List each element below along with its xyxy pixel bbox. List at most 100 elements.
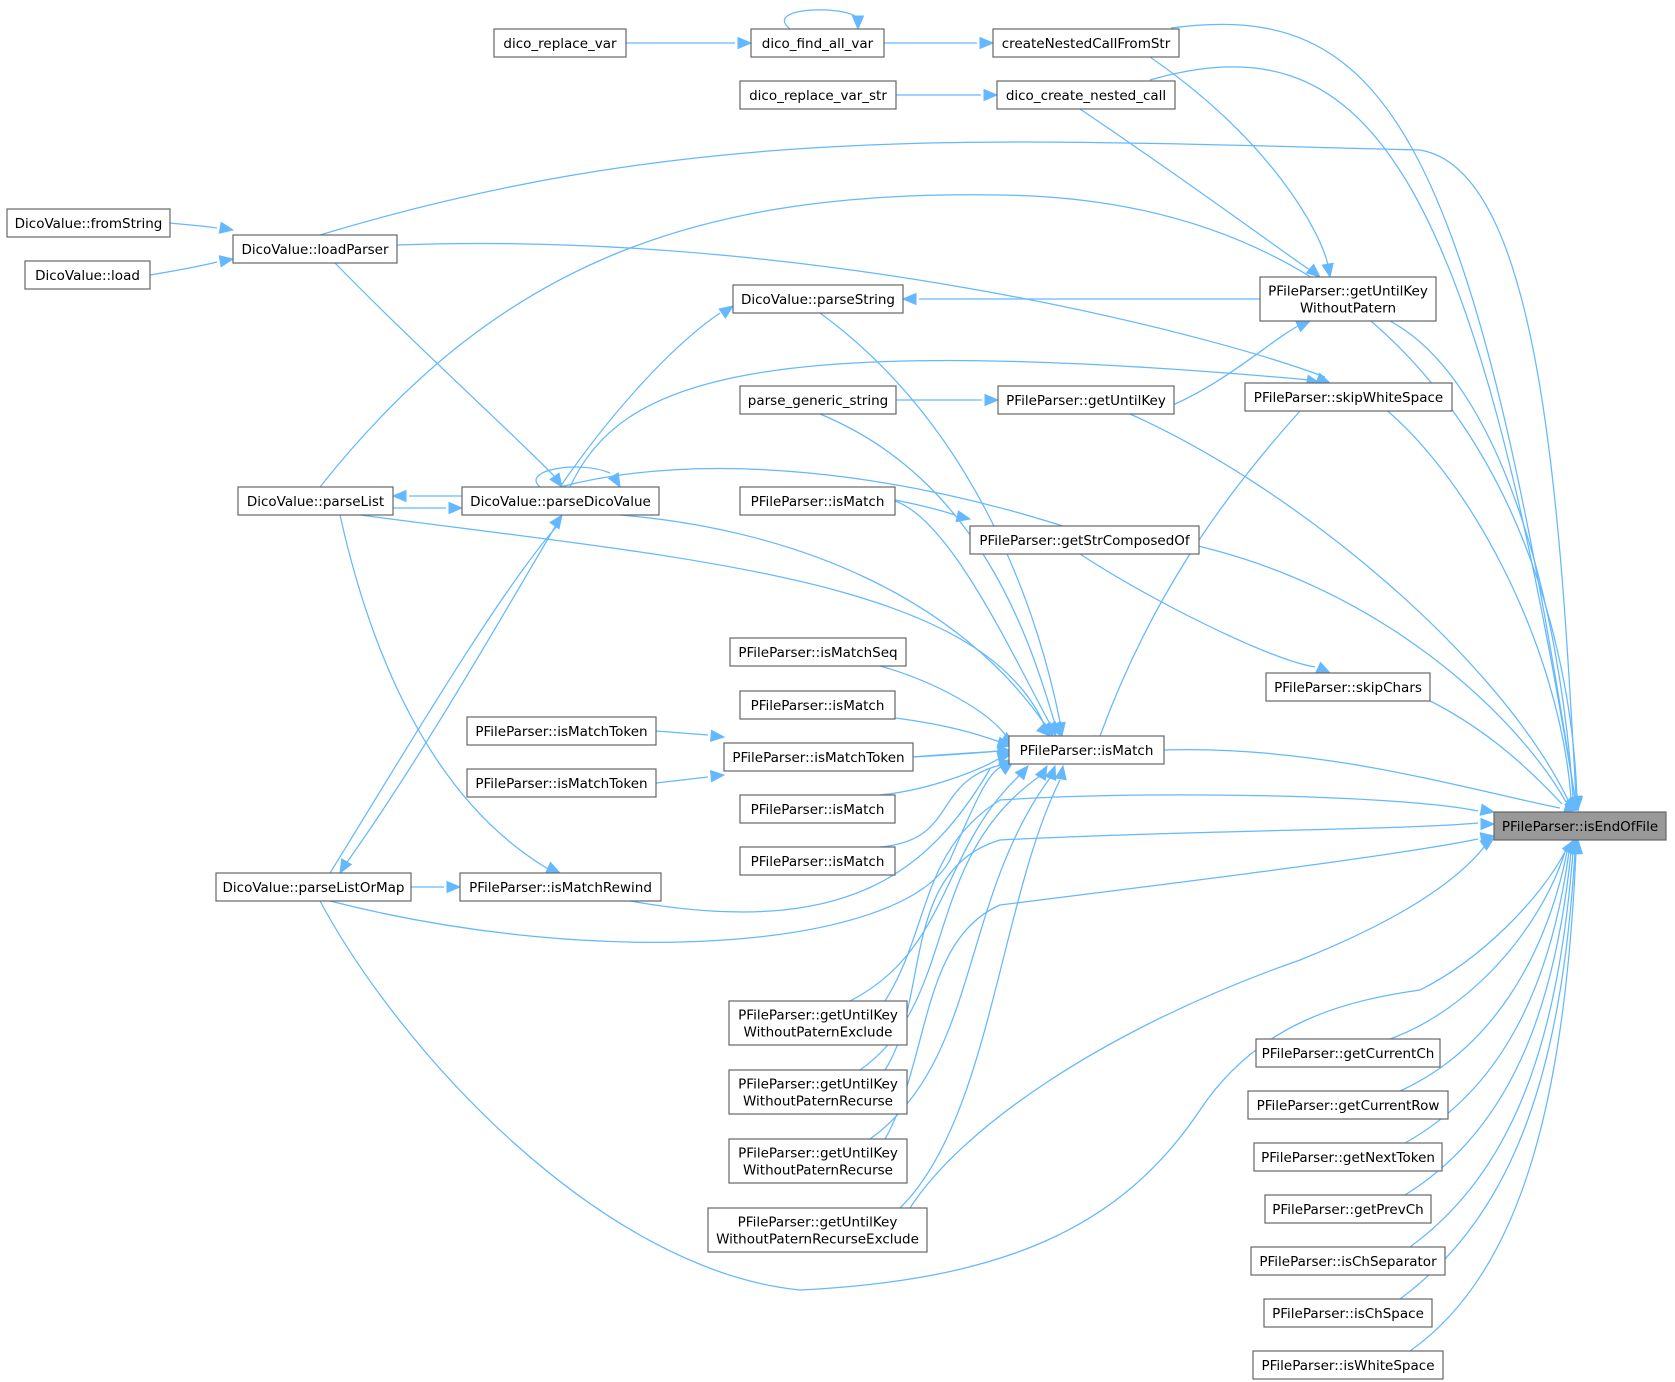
call-edge <box>1099 410 1301 737</box>
graph-node[interactable]: DicoValue::parseListOrMap <box>215 872 412 902</box>
edge-arrowhead <box>1321 262 1334 279</box>
node-label: PFileParser::isChSpace <box>1272 1306 1424 1322</box>
call-edge <box>655 776 709 784</box>
graph-node[interactable]: DicoValue::parseDicoValue <box>461 486 660 516</box>
graph-node[interactable]: PFileParser::getUntilKeyWithoutPaternRec… <box>728 1138 908 1184</box>
call-edge <box>1409 851 1577 1352</box>
graph-node[interactable]: PFileParser::isMatch <box>739 846 896 876</box>
graph-node[interactable]: PFileParser::isMatch <box>1008 735 1165 765</box>
call-edge <box>1409 851 1574 1248</box>
focus-node[interactable]: PFileParser::isEndOfFile <box>1493 811 1667 841</box>
call-edge <box>1149 66 1576 799</box>
call-edge <box>569 359 1311 488</box>
graph-node[interactable]: PFileParser::isWhiteSpace <box>1252 1350 1444 1380</box>
node-label: PFileParser::isMatch <box>751 494 885 510</box>
node-label: PFileParser::isMatch <box>751 698 885 714</box>
node-label: WithoutPaternRecurse <box>743 1163 893 1179</box>
graph-node[interactable]: DicoValue::fromString <box>6 208 171 238</box>
graph-node[interactable]: PFileParser::isMatchRewind <box>459 872 662 902</box>
call-edge <box>1389 851 1566 1040</box>
graph-node[interactable]: PFileParser::getCurrentRow <box>1247 1090 1449 1120</box>
graph-node[interactable]: DicoValue::parseList <box>237 486 394 516</box>
call-edge <box>319 194 1578 799</box>
edge-arrowhead <box>1479 837 1496 851</box>
edge-arrowhead <box>446 880 462 894</box>
graph-node[interactable]: PFileParser::skipChars <box>1265 672 1431 702</box>
node-label: PFileParser::skipWhiteSpace <box>1254 390 1443 406</box>
node-box <box>232 234 398 264</box>
graph-node[interactable]: PFileParser::isChSeparator <box>1250 1246 1446 1276</box>
node-box <box>1493 811 1667 841</box>
call-edge <box>884 794 1479 1002</box>
call-edge <box>1170 23 1576 799</box>
graph-node[interactable]: PFileParser::isMatchToken <box>466 768 657 798</box>
graph-node[interactable]: createNestedCallFromStr <box>992 28 1180 58</box>
graph-node[interactable]: PFileParser::getUntilKey <box>997 385 1175 415</box>
graph-node[interactable]: PFileParser::isMatchToken <box>723 742 914 772</box>
graph-node[interactable]: PFileParser::getNextToken <box>1253 1142 1443 1172</box>
node-box <box>728 1138 908 1184</box>
edge-arrowhead <box>1036 722 1051 737</box>
node-label: PFileParser::getPrevCh <box>1272 1202 1423 1218</box>
graph-node[interactable]: PFileParser::isMatchSeq <box>729 637 907 667</box>
node-label: PFileParser::isWhiteSpace <box>1261 1358 1434 1374</box>
call-edge <box>535 466 611 488</box>
graph-node[interactable]: dico_replace_var_str <box>739 80 897 110</box>
graph-node[interactable]: PFileParser::getUntilKeyWithoutPaternExc… <box>728 1000 908 1046</box>
graph-node[interactable]: PFileParser::isMatch <box>739 794 896 824</box>
edge-arrowhead <box>218 221 235 234</box>
call-edge <box>1149 56 1329 266</box>
node-box <box>1244 382 1453 412</box>
node-box <box>997 385 1175 415</box>
node-label: PFileParser::getCurrentCh <box>1262 1046 1435 1062</box>
call-edge <box>909 841 1489 1209</box>
call-edge <box>894 500 1051 725</box>
call-edge <box>329 764 1006 943</box>
graph-node[interactable]: PFileParser::isMatch <box>739 486 896 516</box>
node-label: dico_replace_var_str <box>749 88 887 104</box>
graph-node[interactable]: PFileParser::getUntilKeyWithoutPaternRec… <box>728 1069 908 1115</box>
call-edge <box>879 665 1010 741</box>
call-edge <box>894 499 956 516</box>
graph-node[interactable]: DicoValue::load <box>24 260 151 290</box>
call-edge <box>1079 553 1316 668</box>
graph-node[interactable]: parse_generic_string <box>739 385 897 415</box>
node-label: WithoutPaternRecurseExclude <box>716 1232 919 1248</box>
node-label: dico_replace_var <box>503 36 617 52</box>
edge-arrowhead <box>737 36 753 50</box>
edge-arrowhead <box>996 736 1013 749</box>
graph-node[interactable]: DicoValue::loadParser <box>232 234 398 264</box>
node-label: DicoValue::parseDicoValue <box>470 494 651 510</box>
call-edge <box>339 514 551 871</box>
graph-node[interactable]: dico_replace_var <box>493 28 627 58</box>
edge-arrowhead <box>448 501 464 515</box>
node-label: PFileParser::getUntilKey <box>738 1077 898 1093</box>
graph-node[interactable]: PFileParser::getCurrentCh <box>1255 1038 1441 1068</box>
call-edge <box>559 312 721 488</box>
graph-node[interactable]: dico_create_nested_call <box>996 80 1176 110</box>
edge-arrowhead <box>1034 764 1048 781</box>
node-label: PFileParser::isMatch <box>1020 743 1154 759</box>
graph-node[interactable]: DicoValue::parseString <box>732 284 904 314</box>
graph-node[interactable]: PFileParser::getPrevCh <box>1264 1194 1432 1224</box>
node-label: PFileParser::getUntilKey <box>738 1215 898 1231</box>
graph-node[interactable]: PFileParser::skipWhiteSpace <box>1244 382 1453 412</box>
edge-arrowhead <box>339 858 353 875</box>
node-label: PFileParser::getUntilKey <box>738 1146 898 1162</box>
graph-node[interactable]: dico_find_all_var <box>750 28 885 58</box>
call-edge <box>169 222 218 229</box>
graph-node[interactable]: PFileParser::isChSpace <box>1263 1298 1433 1328</box>
node-box <box>1008 735 1165 765</box>
graph-node[interactable]: PFileParser::getStrComposedOf <box>969 525 1200 555</box>
node-box <box>466 768 657 798</box>
node-box <box>723 742 914 772</box>
graph-node[interactable]: PFileParser::getUntilKeyWithoutPaternRec… <box>707 1207 928 1253</box>
graph-node[interactable]: PFileParser::isMatchToken <box>466 716 657 746</box>
node-label: PFileParser::getNextToken <box>1261 1150 1435 1166</box>
node-box <box>24 260 151 290</box>
call-edge <box>1369 396 1572 799</box>
call-edge <box>899 779 1061 1209</box>
node-box <box>969 525 1200 555</box>
graph-node[interactable]: PFileParser::isMatch <box>739 690 896 720</box>
